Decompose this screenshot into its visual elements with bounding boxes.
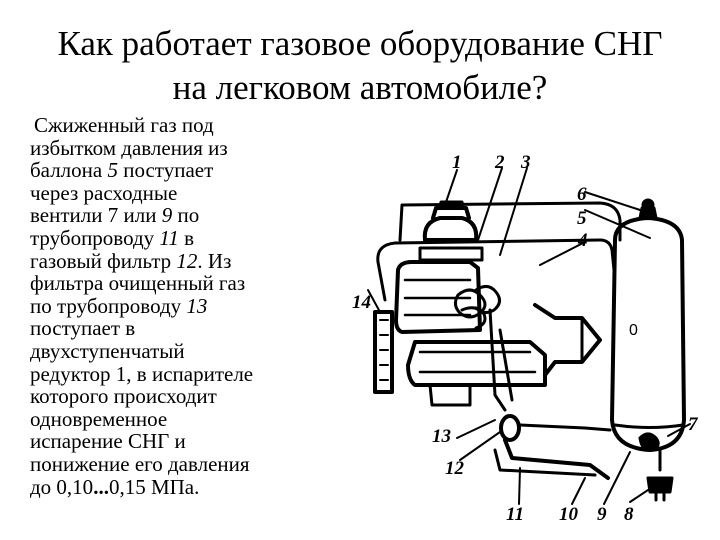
text-fragment: одновременное — [30, 406, 168, 431]
text-fragment: . Из — [197, 248, 232, 273]
transmission — [533, 303, 602, 377]
text-fragment: баллона — [30, 158, 108, 183]
text-fragment: в — [178, 225, 195, 250]
text-fragment: поступает — [117, 158, 214, 183]
description-line: двухступенчатый — [30, 340, 300, 363]
text-fragment: Сжиженный газ под — [34, 113, 214, 137]
lower-block — [406, 340, 547, 387]
text-fragment: через расходные — [30, 180, 178, 205]
label-6: 6 — [577, 184, 587, 205]
text-fragment: испарение СНГ и — [30, 429, 186, 454]
label-11: 11 — [506, 504, 524, 525]
tank-mark: 0 — [629, 322, 638, 339]
lpg-equipment-diagram: 0 1 2 3 4 5 6 7 8 9 10 11 12 13 14 — [352, 152, 699, 525]
description-line: которого происходит — [30, 385, 300, 408]
slide-title: Как работает газовое оборудование СНГ на… — [20, 22, 700, 110]
description-line: до 0,10...0,15 МПа. — [30, 474, 300, 499]
reference-number: 12 — [176, 248, 198, 273]
description-line: баллона 5 поступает — [30, 159, 300, 182]
text-fragment: избытком давления из — [30, 135, 228, 160]
description-line: вентили 7 или 9 по — [30, 204, 300, 227]
label-3: 3 — [520, 152, 531, 173]
mixer-housing — [422, 216, 479, 242]
frame-pipe-2 — [398, 201, 622, 242]
text-fragment: фильтра очищенный газ — [30, 271, 246, 296]
engine-block — [394, 260, 482, 334]
description-line: избытком давления из — [30, 135, 300, 160]
gas-tank — [610, 216, 686, 452]
text-fragment: по трубопроводу — [30, 293, 187, 318]
text-fragment: вентили 7 или — [30, 203, 162, 228]
description-line: Сжиженный газ под — [30, 114, 300, 137]
text-fragment: газовый фильтр — [30, 248, 177, 273]
label-2: 2 — [494, 152, 505, 173]
label-9: 9 — [597, 504, 607, 525]
frame-pipe — [376, 238, 616, 302]
description-line: редуктор 1, в испарителе — [30, 361, 300, 386]
reference-number: 9 — [161, 203, 173, 228]
label-1: 1 — [452, 152, 462, 173]
reference-number: 11 — [159, 225, 179, 250]
text-fragment: которого происходит — [30, 384, 217, 409]
label-8: 8 — [624, 504, 634, 525]
label-4: 4 — [577, 230, 588, 251]
text-fragment: двухступенчатый — [30, 338, 185, 363]
label-7: 7 — [688, 414, 699, 435]
text-fragment: трубопроводу — [30, 225, 160, 250]
label-12: 12 — [445, 458, 465, 479]
description-line: одновременное — [30, 406, 300, 431]
text-fragment: 0,15 МПа. — [108, 474, 200, 499]
label-13: 13 — [432, 426, 451, 447]
text-fragment: поступает в — [30, 316, 136, 341]
description-line: поступает в — [30, 317, 300, 340]
title-line-2: на легковом автомобиле? — [172, 68, 548, 107]
description-line: испарение СНГ и — [30, 430, 300, 453]
radiator — [373, 310, 394, 394]
reference-number: 13 — [186, 293, 208, 318]
description-line: фильтра очищенный газ — [30, 272, 300, 295]
description-line: через расходные — [30, 180, 300, 205]
reference-number: 5 — [107, 158, 118, 183]
text-fragment: ... — [93, 474, 109, 499]
title-line-1: Как работает газовое оборудование СНГ — [57, 24, 663, 63]
label-14: 14 — [352, 292, 371, 313]
text-fragment: по — [172, 203, 200, 228]
text-fragment: редуктор 1, в испарителе — [30, 361, 254, 386]
text-fragment: понижение его давления — [30, 451, 250, 476]
description-line: по трубопроводу 13 — [30, 293, 300, 318]
label-5: 5 — [577, 208, 587, 229]
label-10: 10 — [559, 504, 579, 525]
description-line: понижение его давления — [30, 453, 300, 476]
description-line: трубопроводу 11 в — [30, 227, 300, 250]
gas-filter — [499, 414, 521, 442]
pipe-11 — [503, 438, 610, 480]
description-line: газовый фильтр 12. Из — [30, 248, 300, 273]
text-fragment: до 0,10 — [30, 474, 94, 499]
